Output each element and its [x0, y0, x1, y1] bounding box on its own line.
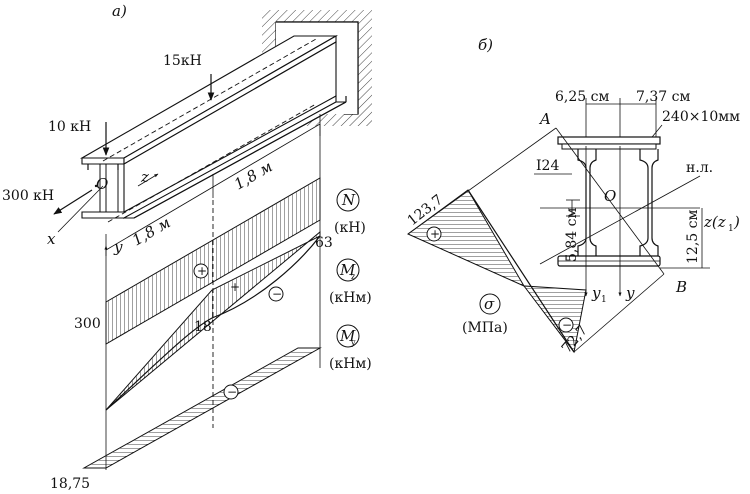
span2-label: 1,8 м [231, 157, 276, 193]
mz-value-18: 18 [194, 319, 212, 335]
stress-negative [522, 285, 587, 354]
axis-z-sub: 1 [728, 224, 734, 234]
legend-mz-unit: (кНм) [329, 290, 372, 306]
axis-z-label: z [140, 168, 149, 186]
neutral-line-label: н.л. [686, 160, 713, 176]
axis-z-label: z(z [703, 213, 726, 231]
my-value-1875: 18,75 [50, 476, 90, 492]
axis-z-close: ) [733, 213, 740, 231]
legend-n-unit: (кН) [334, 220, 366, 236]
axial-force-arrow [53, 189, 93, 215]
my-diagram [82, 347, 322, 469]
dim1-label: 6,25 см [555, 89, 609, 105]
legend-n-symbol: N [341, 191, 356, 209]
legend-my-sub: y [350, 338, 356, 347]
n-value-300: 300 [74, 316, 101, 332]
stress-minus-sign: − [562, 318, 572, 332]
axis-x-label: x [47, 230, 56, 248]
sign-plus-n: + [197, 264, 207, 278]
legend-mz-symbol: M [339, 261, 356, 279]
axes-a: x z O [47, 103, 317, 248]
origin-label: O [96, 175, 108, 193]
diagram-y-label: y [113, 238, 123, 256]
section-origin: O [604, 187, 616, 205]
force-left-label: 10 кН [48, 119, 91, 135]
dim2-label: 7,37 см [636, 89, 690, 105]
legend-my-unit: (кНм) [329, 356, 372, 372]
axis-y-label: y [625, 284, 635, 302]
span1-label: 1,8 м [129, 213, 174, 249]
sigma-symbol: σ [484, 295, 495, 313]
dim-v1-label: 5,84 см [564, 208, 580, 262]
legend-n: N (кН) [334, 188, 366, 236]
part-a: а) [2, 2, 372, 492]
sigma-unit: (МПа) [462, 320, 508, 336]
legend-mz-sub: z [351, 272, 355, 281]
dim-v2-label: 12,5 см [685, 210, 701, 264]
profile-label: I24 [536, 158, 559, 174]
sign-minus-my: − [227, 385, 237, 399]
part-b-label: б) [478, 36, 493, 54]
legend-my: M y (кНм) [329, 324, 372, 372]
axis-y1-sub: 1 [601, 295, 607, 305]
sign-minus-mz: − [272, 287, 282, 301]
force-axial-label: 300 кН [2, 188, 54, 204]
mz-value-63: 63 [315, 235, 333, 251]
diagram-signs: + + − − [193, 263, 284, 400]
legend-my-symbol: M [339, 327, 356, 345]
neutral-line [539, 175, 701, 265]
force-top-label: 15кН [163, 53, 202, 69]
part-a-label: а) [112, 2, 127, 20]
sign-plus-mz: + [230, 280, 240, 294]
plate-label: 240×10мм [662, 109, 740, 125]
part-b: б) 6,25 см 7,37 см 240×10мм I24 O [405, 36, 741, 357]
cross-section: I24 O [534, 136, 661, 267]
stress-plus-sign: + [430, 227, 440, 241]
forces: 15кН 10 кН 300 кН [2, 53, 215, 215]
point-b-label: B [675, 278, 687, 296]
axis-y1-label: y [591, 284, 601, 302]
stress-positive [407, 189, 526, 288]
n-diagram [105, 177, 321, 345]
point-a-label: A [538, 110, 551, 128]
legend-mz: M z (кНм) [329, 258, 372, 306]
